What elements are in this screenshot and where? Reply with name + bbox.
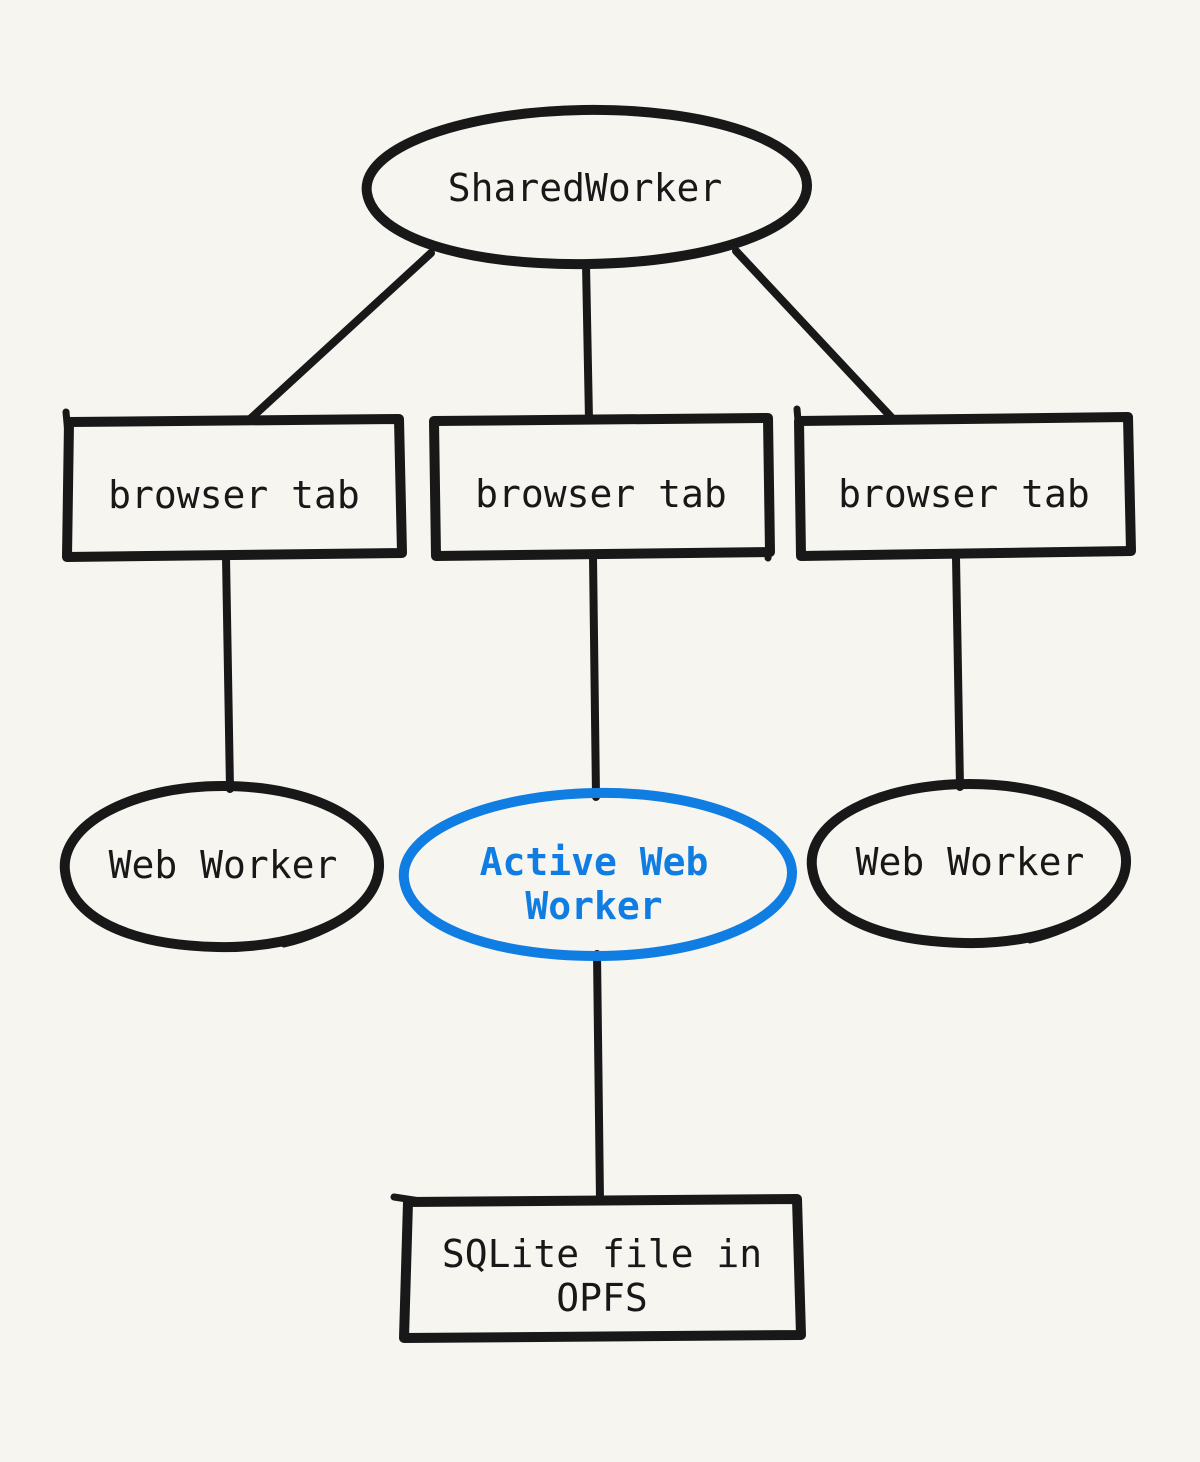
browser-tab-left-sketch-tick <box>62 408 72 438</box>
web-worker-left-label: Web Worker <box>109 843 338 887</box>
active-web-worker-ellipse <box>398 787 798 961</box>
node-shared-worker: SharedWorker <box>361 104 813 270</box>
active-web-worker-label-line1: Active Web <box>480 840 709 884</box>
edge-sharedworker-to-tab-center <box>582 260 593 424</box>
edge-sharedworker-to-tab-right <box>732 247 896 422</box>
web-worker-right-ellipse <box>806 779 1132 949</box>
node-active-web-worker: Active Web Worker <box>398 787 798 961</box>
web-worker-right-sketch-tail <box>1026 907 1099 944</box>
node-browser-tab-center: browser tab <box>429 413 775 562</box>
node-sqlite-file: SQLite file in OPFS <box>390 1193 806 1343</box>
web-worker-left-sketch-tail <box>280 911 353 948</box>
sqlite-file-label-line1: SQLite file in <box>442 1232 762 1276</box>
node-web-worker-right: Web Worker <box>806 779 1132 949</box>
browser-tab-center-label: browser tab <box>475 472 727 516</box>
edge-tab-right-to-worker-right <box>952 553 964 791</box>
active-web-worker-label-line2: Worker <box>525 884 662 928</box>
browser-tab-center-sketch-tick <box>764 536 774 562</box>
node-web-worker-left: Web Worker <box>59 781 385 953</box>
browser-tab-right-rect <box>794 412 1136 561</box>
sqlite-file-sketch-tick <box>390 1193 424 1205</box>
edge-tab-left-to-worker-left <box>222 553 234 793</box>
sqlite-file-label-line2: OPFS <box>556 1276 648 1320</box>
browser-tab-left-rect <box>62 414 407 562</box>
shared-worker-label: SharedWorker <box>448 166 723 210</box>
browser-tab-left-label: browser tab <box>108 473 360 517</box>
sqlite-file-rect <box>399 1194 806 1343</box>
edge-tab-center-to-active-worker <box>589 552 600 801</box>
web-worker-left-ellipse <box>59 781 385 953</box>
node-browser-tab-left: browser tab <box>62 408 407 562</box>
shared-worker-ellipse <box>361 104 813 270</box>
edge-active-worker-to-sqlite <box>593 950 604 1205</box>
edge-sharedworker-to-tab-left <box>245 249 435 424</box>
browser-tab-right-label: browser tab <box>838 472 1090 516</box>
web-worker-right-label: Web Worker <box>856 840 1085 884</box>
edges <box>222 247 964 1205</box>
node-browser-tab-right: browser tab <box>793 405 1136 561</box>
browser-tab-right-sketch-tick <box>793 405 803 436</box>
